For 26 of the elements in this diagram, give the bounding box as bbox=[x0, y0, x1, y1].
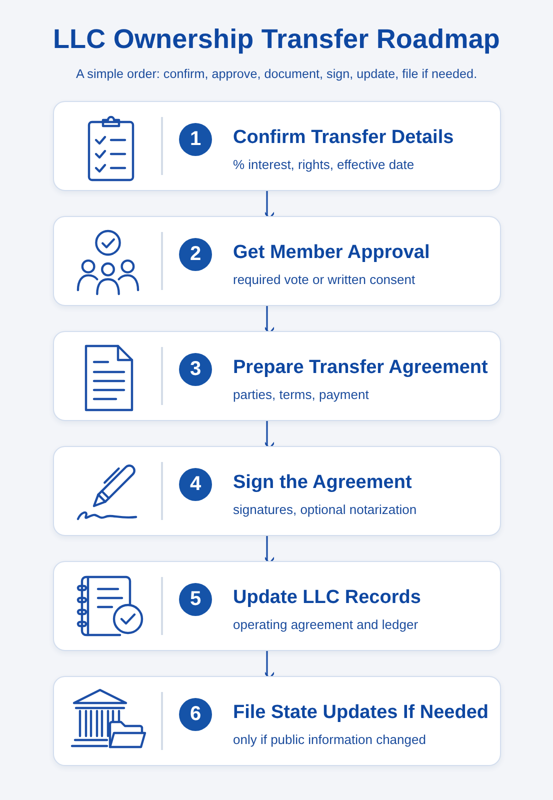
step-description: operating agreement and ledger bbox=[233, 616, 420, 633]
step-card bbox=[53, 676, 501, 766]
step-description: parties, terms, payment bbox=[233, 386, 370, 403]
subtitle: A simple order: confirm, approve, document, sign, update, file if needed. bbox=[76, 66, 478, 82]
step-number-circle: 5 bbox=[179, 583, 212, 616]
step-title: Confirm Transfer Details bbox=[233, 126, 455, 150]
step-card bbox=[53, 331, 501, 421]
step-number-circle: 6 bbox=[179, 698, 212, 731]
step-title: Update LLC Records bbox=[233, 586, 422, 610]
step-description: % interest, rights, effective date bbox=[233, 156, 416, 173]
step-number-circle: 2 bbox=[179, 238, 212, 271]
step-title: Sign the Agreement bbox=[233, 471, 413, 495]
step-card bbox=[53, 561, 501, 651]
step-description: only if public information changed bbox=[233, 731, 427, 748]
step-number-circle: 3 bbox=[179, 353, 212, 386]
step-card bbox=[53, 216, 501, 306]
step-description: required vote or written consent bbox=[233, 271, 416, 288]
step-number-circle: 1 bbox=[179, 123, 212, 156]
step-card bbox=[53, 101, 501, 191]
step-description: signatures, optional notarization bbox=[233, 501, 418, 518]
step-card bbox=[53, 446, 501, 536]
step-title: Prepare Transfer Agreement bbox=[233, 356, 489, 380]
step-title: File State Updates If Needed bbox=[233, 701, 490, 725]
step-number-circle: 4 bbox=[179, 468, 212, 501]
step-title: Get Member Approval bbox=[233, 241, 431, 265]
page-title: LLC Ownership Transfer Roadmap bbox=[52, 23, 500, 56]
